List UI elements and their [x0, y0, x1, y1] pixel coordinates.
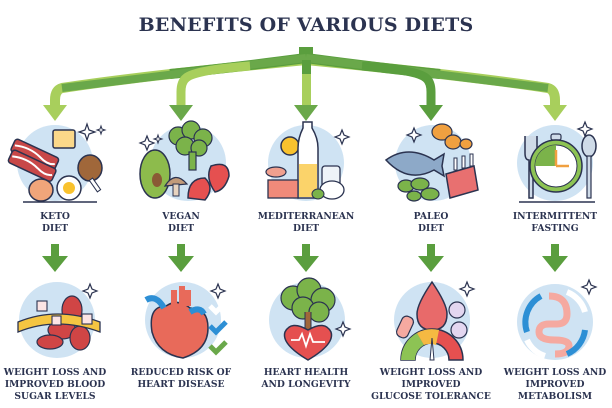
- blood-sugar-icon: [17, 282, 101, 358]
- healthy-heart-icon: [144, 282, 228, 359]
- mediterranean-food-icon: [265, 121, 351, 201]
- metabolism-icon: [517, 278, 598, 360]
- fasting-clock-icon: [517, 120, 597, 203]
- page-title: BENEFITS OF VARIOUS DIETS: [138, 14, 474, 36]
- glucose-gauge-icon: [394, 280, 476, 361]
- keto-food-icon: [7, 122, 107, 203]
- vegan-food-icon: [138, 120, 230, 201]
- paleo-food-icon: [384, 123, 479, 202]
- heart-tree-icon: [269, 277, 352, 361]
